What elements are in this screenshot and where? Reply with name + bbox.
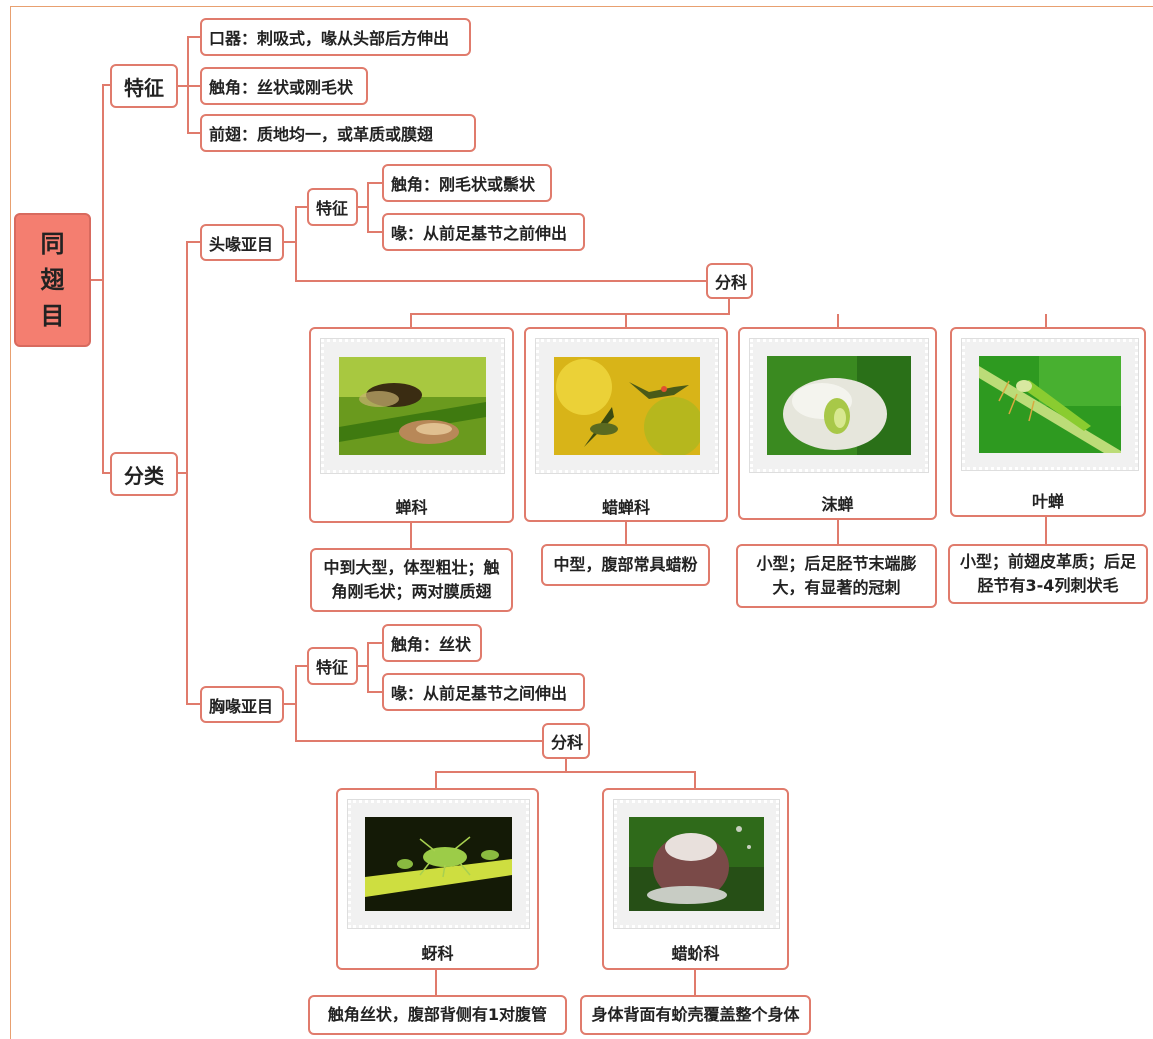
family-name-fulgoridae: 蜡蝉科: [601, 498, 650, 517]
connector-ster-feat-items: [358, 642, 382, 693]
family-card-coccidae[interactable]: 蜡蚧科: [602, 788, 789, 970]
ster-features-node[interactable]: 特征: [307, 647, 358, 685]
root-char-1: 同: [40, 230, 65, 258]
planthopper-photo: [554, 357, 700, 455]
feature-forewings[interactable]: 前翅：质地均一，或革质或膜翅: [200, 114, 476, 152]
connector-ster-card-desc: [435, 970, 696, 995]
connector-ster-fam-branch: [435, 758, 696, 788]
connector-root-classification: [102, 280, 110, 474]
family-name-aphididae: 蚜科: [421, 944, 454, 963]
cicada-photo: [339, 357, 486, 455]
features-node[interactable]: 特征: [110, 64, 178, 108]
desc-coccidae[interactable]: 身体背面有蚧壳覆盖整个身体: [580, 995, 811, 1035]
suborder-auchenorrhyncha[interactable]: 头喙亚目: [200, 224, 284, 261]
connector-auch-card-desc: [410, 517, 1047, 548]
desc-cercopidae[interactable]: 小型；后足胫节末端膨大，有显著的冠刺: [736, 544, 937, 608]
feature-mouthparts[interactable]: 口器：刺吸式，喙从头部后方伸出: [200, 18, 471, 56]
scale-insect-photo: [629, 817, 764, 911]
auch-feature-antennae[interactable]: 触角：刚毛状或鬃状: [382, 164, 552, 202]
ster-families-node[interactable]: 分科: [542, 723, 590, 759]
aphid-photo: [365, 817, 512, 911]
family-card-fulgoridae[interactable]: 蜡蝉科: [524, 327, 728, 522]
root-node[interactable]: 同 翅 目: [14, 213, 91, 347]
family-name-coccidae: 蜡蚧科: [671, 944, 720, 963]
connector-class-suborders: [178, 241, 200, 705]
auch-families-node[interactable]: 分科: [706, 263, 753, 299]
family-name-cercopidae: 沫蝉: [821, 495, 854, 514]
connector-root-features: [91, 84, 110, 281]
desc-aphididae[interactable]: 触角丝状，腹部背侧有1对腹管: [308, 995, 567, 1035]
leafhopper-photo: [979, 356, 1121, 453]
auch-feature-beak[interactable]: 喙：从前足基节之前伸出: [382, 213, 585, 251]
frame-left-line: [10, 6, 11, 1039]
connector-ster-families: [295, 704, 542, 742]
desc-cicadellidae[interactable]: 小型；前翅皮革质；后足胫节有3-4列刺状毛: [948, 544, 1148, 604]
family-name-cicadidae: 蝉科: [395, 498, 428, 517]
family-name-cicadellidae: 叶蝉: [1031, 492, 1064, 511]
suborder-sternorrhyncha[interactable]: 胸喙亚目: [200, 686, 284, 723]
family-card-cercopidae[interactable]: 沫蝉: [738, 327, 937, 520]
connector-auch-fam-branch: [410, 298, 1047, 327]
feature-antennae[interactable]: 触角：丝状或刚毛状: [200, 67, 368, 105]
frame-top-line: [10, 6, 1153, 7]
connector-ster-features: [284, 665, 307, 705]
ster-feature-antennae[interactable]: 触角：丝状: [382, 624, 482, 662]
classification-node[interactable]: 分类: [110, 452, 178, 496]
family-card-aphididae[interactable]: 蚜科: [336, 788, 539, 970]
family-card-cicadellidae[interactable]: 叶蝉: [950, 327, 1146, 517]
ster-feature-beak[interactable]: 喙：从前足基节之间伸出: [382, 673, 585, 711]
spittlebug-photo: [767, 356, 911, 455]
root-char-2: 翅: [40, 266, 65, 294]
family-card-cicadidae[interactable]: 蝉科: [309, 327, 514, 523]
connector-auch-feat-items: [358, 182, 382, 233]
desc-fulgoridae[interactable]: 中型，腹部常具蜡粉: [541, 544, 710, 586]
desc-cicadidae[interactable]: 中到大型，体型粗壮；触角刚毛状；两对膜质翅: [310, 548, 513, 612]
root-char-3: 目: [40, 302, 65, 330]
auch-features-node[interactable]: 特征: [307, 188, 358, 226]
connector-auch-features: [284, 206, 307, 243]
connector-features-items: [178, 36, 200, 134]
connector-auch-families: [295, 242, 706, 282]
